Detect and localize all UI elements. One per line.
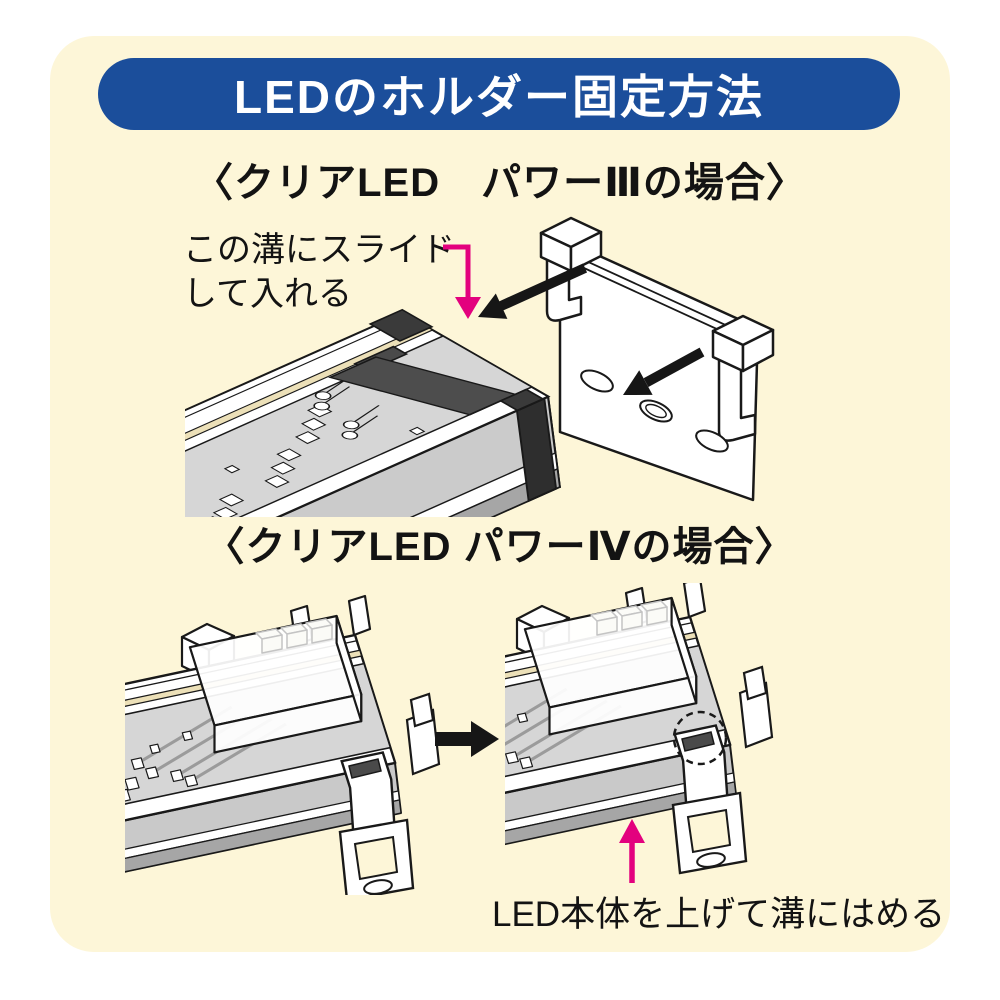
power4-step2-drawing xyxy=(505,583,774,875)
lift-caption: LED本体を上げて溝にはめる xyxy=(492,895,946,934)
power3-illustration xyxy=(185,216,775,517)
page-title: LEDのホルダー固定方法 xyxy=(234,71,764,123)
section-power3-heading: 〈クリアLED パワーⅢの場合〉 xyxy=(193,161,807,205)
led-chips xyxy=(199,404,426,517)
lift-arrow-icon xyxy=(619,819,645,883)
groove-rubber-parts xyxy=(328,308,545,416)
holder-right-hook-icon xyxy=(711,314,775,442)
slide-direction-arrow-icons xyxy=(478,263,705,395)
groove-annotation-line2: して入れる xyxy=(183,274,352,313)
holder-bracket xyxy=(539,216,775,502)
power4-illustration xyxy=(125,583,774,895)
power4-step1-drawing xyxy=(125,594,441,895)
groove-annotation: この溝にスライド して入れる xyxy=(183,229,455,316)
holder-screw-holes xyxy=(580,369,729,453)
led-bar xyxy=(185,308,561,517)
step-arrow-icon xyxy=(435,721,499,757)
section-power4-heading: 〈クリアLED パワーⅣの場合〉 xyxy=(204,525,796,569)
engagement-dashed-circle-icon xyxy=(672,710,728,766)
groove-pointer-arrow-icon xyxy=(443,244,481,319)
led-pads xyxy=(313,375,380,440)
header-banner: LEDのホルダー固定方法 xyxy=(98,58,900,130)
groove-annotation-line1: この溝にスライド xyxy=(183,231,455,269)
